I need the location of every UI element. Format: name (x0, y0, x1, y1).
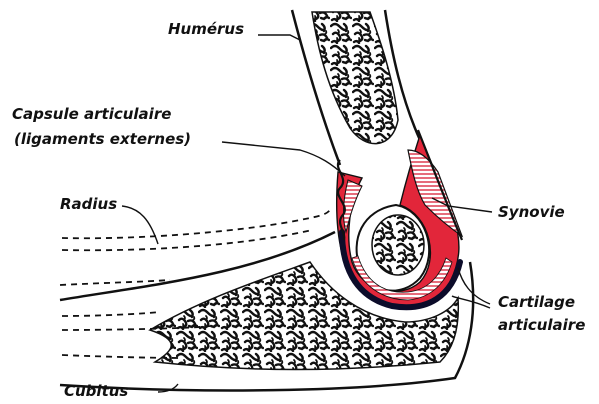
label-cartilage-line1: Cartilage (498, 293, 575, 311)
label-radius: Radius (60, 195, 117, 213)
humerus-bone (292, 10, 420, 175)
label-humerus: Humérus (168, 20, 244, 38)
label-capsule-line2: (ligaments externes) (14, 130, 191, 148)
synovie-left-hatch (344, 180, 362, 232)
humerus-head-marrow (372, 215, 424, 275)
label-cubitus: Cubitus (64, 382, 128, 400)
label-cartilage-line2: articulaire (498, 316, 585, 334)
label-capsule-line1: Capsule articulaire (12, 105, 171, 123)
label-synovie: Synovie (498, 203, 565, 221)
